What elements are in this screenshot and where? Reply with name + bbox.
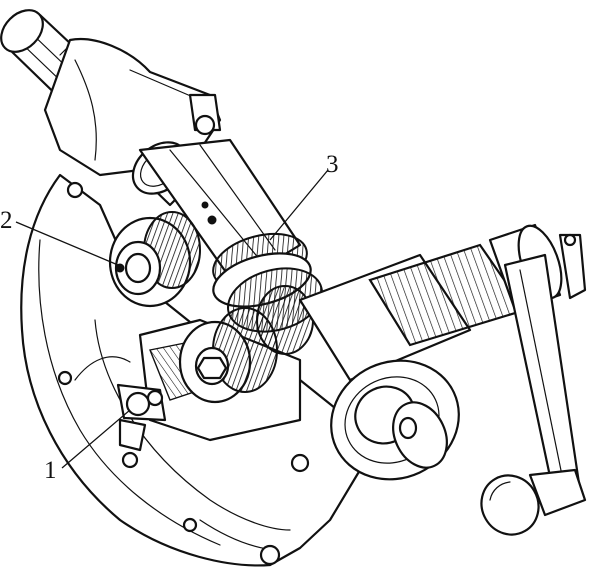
callout-1: 1 <box>44 409 131 484</box>
callout-2: 2 <box>0 207 119 266</box>
callout-label-2: 2 <box>0 207 13 234</box>
callout-3: 3 <box>269 151 339 241</box>
upper-bearing-housing <box>43 37 222 199</box>
crank-arm <box>480 253 587 536</box>
callout-label-3: 3 <box>326 151 339 178</box>
spring-tensioner <box>74 356 167 452</box>
callout-label-1: 1 <box>44 457 57 484</box>
gear-lower <box>178 285 314 404</box>
pulley-wheel <box>330 359 460 481</box>
output-shaft <box>298 223 587 382</box>
gear-2 <box>108 211 201 308</box>
